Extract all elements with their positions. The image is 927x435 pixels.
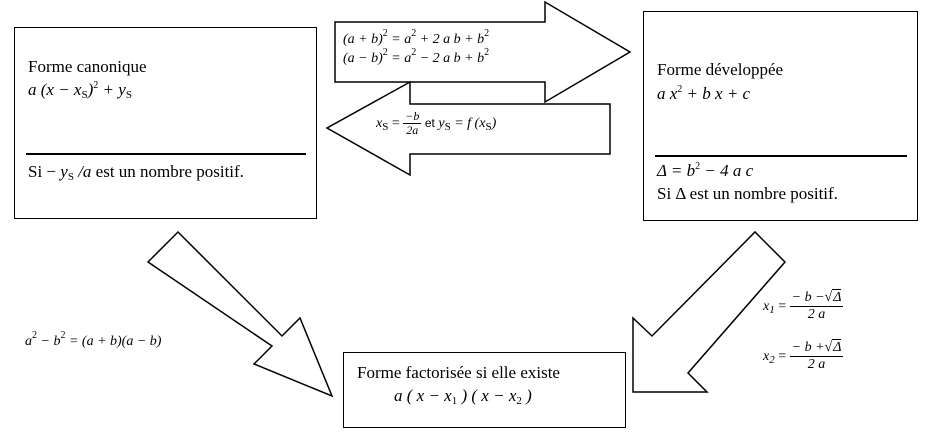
root-x2: x2 = − b +√Δ 2 a [763,339,844,373]
delta-formula: Δ = b2 − 4 a c [657,161,754,180]
developpee-title: Forme développée [657,60,784,79]
canonique-condition: Si − yS /a est un nombre positif. [28,162,244,183]
developpee-divider [655,155,907,157]
canonique-box [14,27,317,219]
arrow-left [325,80,611,177]
root-x2-fraction: − b +√Δ 2 a [789,339,844,373]
developpee-condition: Si Δ est un nombre positif. [657,184,838,203]
factorisee-box [343,352,626,428]
identity-square-diff: (a − b)2 = a2 − 2 a b + b2 [343,47,490,66]
factorisee-title: Forme factorisée si elle existe [357,363,560,382]
arrow-diag-right [632,230,787,393]
vertex-formula: xS = −b 2a et yS = f (xS) [376,109,497,138]
developpee-box [643,11,918,221]
difference-of-squares: a2 − b2 = (a + b)(a − b) [25,330,162,349]
root-x1: x1 = − b −√Δ 2 a [763,289,844,323]
factorisee-expression: a ( x − x1 ) ( x − x2 ) [394,386,532,407]
root-x1-fraction: − b −√Δ 2 a [789,289,844,323]
canonique-title: Forme canonique [28,57,147,76]
vertex-fraction: −b 2a [403,109,422,138]
arrow-right [334,0,632,104]
developpee-expression: a x2 + b x + c [657,84,751,103]
canonique-divider [26,153,306,155]
canonique-expression: a (x − xS)2 + yS [28,80,132,101]
arrow-diag-left [146,230,334,398]
identity-square-sum: (a + b)2 = a2 + 2 a b + b2 [343,28,490,47]
